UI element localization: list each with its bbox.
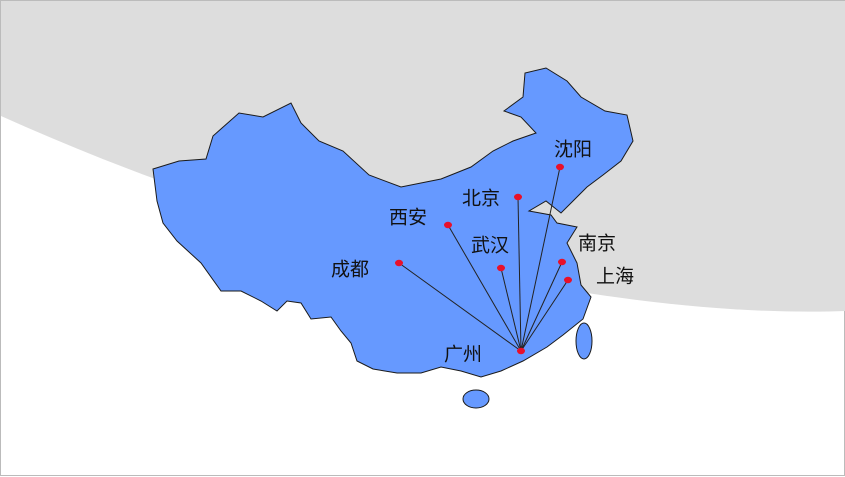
city-label-shanghai: 上海 bbox=[595, 265, 635, 288]
city-label-beijing: 北京 bbox=[461, 187, 501, 210]
city-dot-chengdu bbox=[395, 259, 403, 267]
route-wuhan bbox=[500, 267, 522, 352]
china-mainland bbox=[152, 67, 634, 378]
route-xian bbox=[447, 224, 522, 352]
taiwan bbox=[575, 322, 593, 360]
hainan bbox=[462, 389, 490, 409]
city-dot-wuhan bbox=[497, 264, 505, 272]
city-dot-shenyang bbox=[556, 163, 564, 171]
city-label-shenyang: 沈阳 bbox=[553, 138, 593, 161]
city-dot-nanjing bbox=[558, 258, 566, 266]
route-shenyang bbox=[520, 166, 561, 352]
city-label-guangzhou: 广州 bbox=[443, 343, 483, 366]
route-beijing bbox=[517, 196, 522, 352]
city-dot-guangzhou bbox=[517, 347, 525, 355]
route-nanjing bbox=[520, 261, 563, 352]
city-label-nanjing: 南京 bbox=[577, 232, 617, 255]
city-label-wuhan: 武汉 bbox=[470, 234, 510, 257]
route-shanghai bbox=[520, 279, 569, 352]
city-dot-shanghai bbox=[564, 276, 572, 284]
route-chengdu bbox=[398, 262, 522, 352]
city-label-chengdu: 成都 bbox=[330, 258, 370, 281]
city-dot-xian bbox=[444, 221, 452, 229]
city-label-xian: 西安 bbox=[388, 206, 428, 229]
background-band bbox=[1, 1, 845, 312]
city-dot-beijing bbox=[514, 193, 522, 201]
